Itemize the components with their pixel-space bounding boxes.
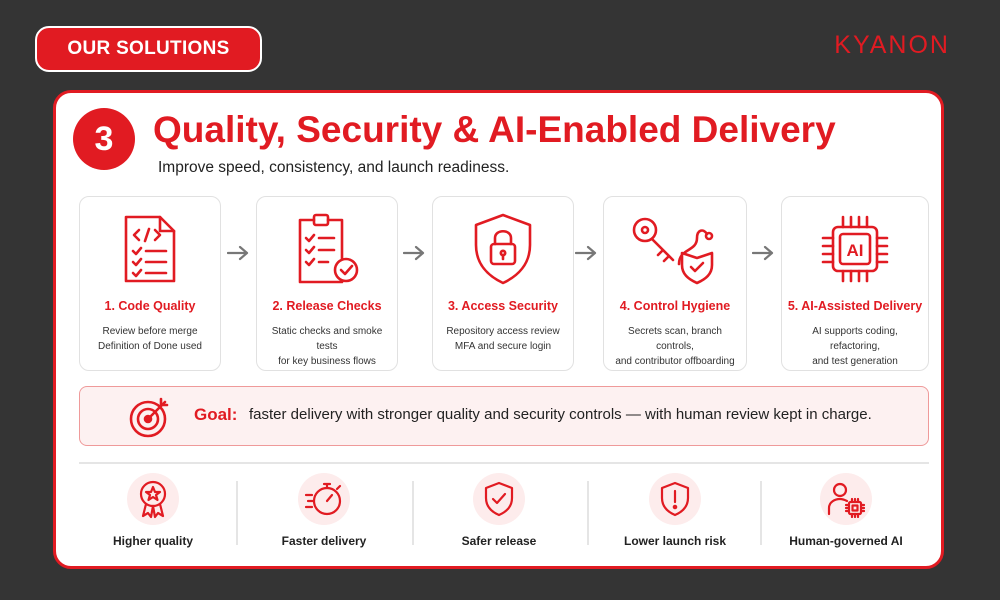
brand-logo: KYANON (834, 30, 950, 60)
step-title: 1. Code Quality (104, 299, 196, 313)
arrow-right-icon (752, 245, 774, 261)
benefit-separator (760, 481, 762, 545)
stopwatch-icon (298, 473, 350, 525)
benefit-label: Human-governed AI (789, 534, 903, 548)
goal-text: faster delivery with stronger quality an… (249, 406, 872, 423)
benefit-label: Higher quality (112, 534, 193, 548)
step-card-code-quality: 1. Code Quality Review before merge Defi… (79, 196, 221, 371)
step-description: Static checks and smoke tests for key bu… (261, 324, 393, 369)
award-ribbon-icon (127, 473, 179, 525)
benefit-faster-delivery: Faster delivery (239, 471, 409, 556)
benefit-separator (587, 481, 589, 545)
brand-name: KYANON (834, 30, 950, 59)
step-desc-line: and test generation (812, 356, 898, 367)
benefit-separator (412, 481, 414, 545)
step-title: 2. Release Checks (272, 299, 382, 313)
step-description: Review before merge Definition of Done u… (84, 324, 216, 354)
solution-card: 3 Quality, Security & AI-Enabled Deliver… (53, 90, 944, 569)
benefit-label: Safer release (461, 534, 537, 548)
section-number: 3 (73, 108, 135, 170)
arrow-right-icon (403, 245, 425, 261)
step-description: Repository access review MFA and secure … (437, 324, 569, 354)
shield-alert-icon (649, 473, 701, 525)
arrow-right-icon (227, 245, 249, 261)
step-desc-line: MFA and secure login (454, 341, 552, 352)
target-icon (129, 397, 169, 438)
step-desc-line: Review before merge (102, 326, 198, 337)
clipboard-check-icon (257, 209, 397, 289)
ai-chip-icon: AI (782, 209, 928, 289)
shield-check-icon (473, 473, 525, 525)
step-desc-line: and contributor offboarding (615, 356, 735, 367)
step-desc-line: Static checks and smoke tests (271, 326, 383, 352)
benefit-human-governed-ai: Human-governed AI (761, 471, 931, 556)
person-chip-icon (820, 473, 872, 525)
step-desc-line: for key business flows (278, 356, 376, 367)
goal-banner: Goal: faster delivery with stronger qual… (79, 386, 929, 446)
svg-text:AI: AI (847, 241, 864, 260)
step-card-control-hygiene: 4. Control Hygiene Secrets scan, branch … (603, 196, 747, 371)
step-description: AI supports coding, refactoring, and tes… (786, 324, 924, 369)
section-badge: OUR SOLUTIONS (35, 26, 262, 72)
code-document-checklist-icon (80, 209, 220, 289)
divider (79, 462, 929, 464)
step-description: Secrets scan, branch controls, and contr… (608, 324, 742, 369)
card-subtitle: Improve speed, consistency, and launch r… (158, 159, 510, 176)
shield-lock-icon (433, 209, 573, 289)
benefit-separator (236, 481, 238, 545)
step-title: 5. AI-Assisted Delivery (787, 299, 923, 313)
step-card-access-security: 3. Access Security Repository access rev… (432, 196, 574, 371)
step-card-ai-assisted-delivery: AI 5. AI-Assisted Delivery AI supports c… (781, 196, 929, 371)
step-desc-line: AI supports coding, refactoring, (812, 326, 898, 352)
card-title: Quality, Security & AI-Enabled Delivery (153, 109, 836, 150)
step-title: 3. Access Security (447, 299, 559, 313)
section-label: OUR SOLUTIONS (67, 38, 230, 59)
step-desc-line: Repository access review (446, 326, 560, 337)
step-card-release-checks: 2. Release Checks Static checks and smok… (256, 196, 398, 371)
key-shield-icon (604, 209, 746, 289)
benefit-label: Faster delivery (281, 534, 367, 548)
goal-label: Goal: (194, 405, 238, 424)
benefit-label: Lower launch risk (623, 534, 727, 548)
step-desc-line: Secrets scan, branch controls, (628, 326, 722, 352)
benefit-safer-release: Safer release (414, 471, 584, 556)
benefit-higher-quality: Higher quality (68, 471, 238, 556)
step-title: 4. Control Hygiene (619, 299, 731, 313)
arrow-right-icon (575, 245, 597, 261)
benefit-lower-launch-risk: Lower launch risk (590, 471, 760, 556)
step-desc-line: Definition of Done used (98, 341, 202, 352)
